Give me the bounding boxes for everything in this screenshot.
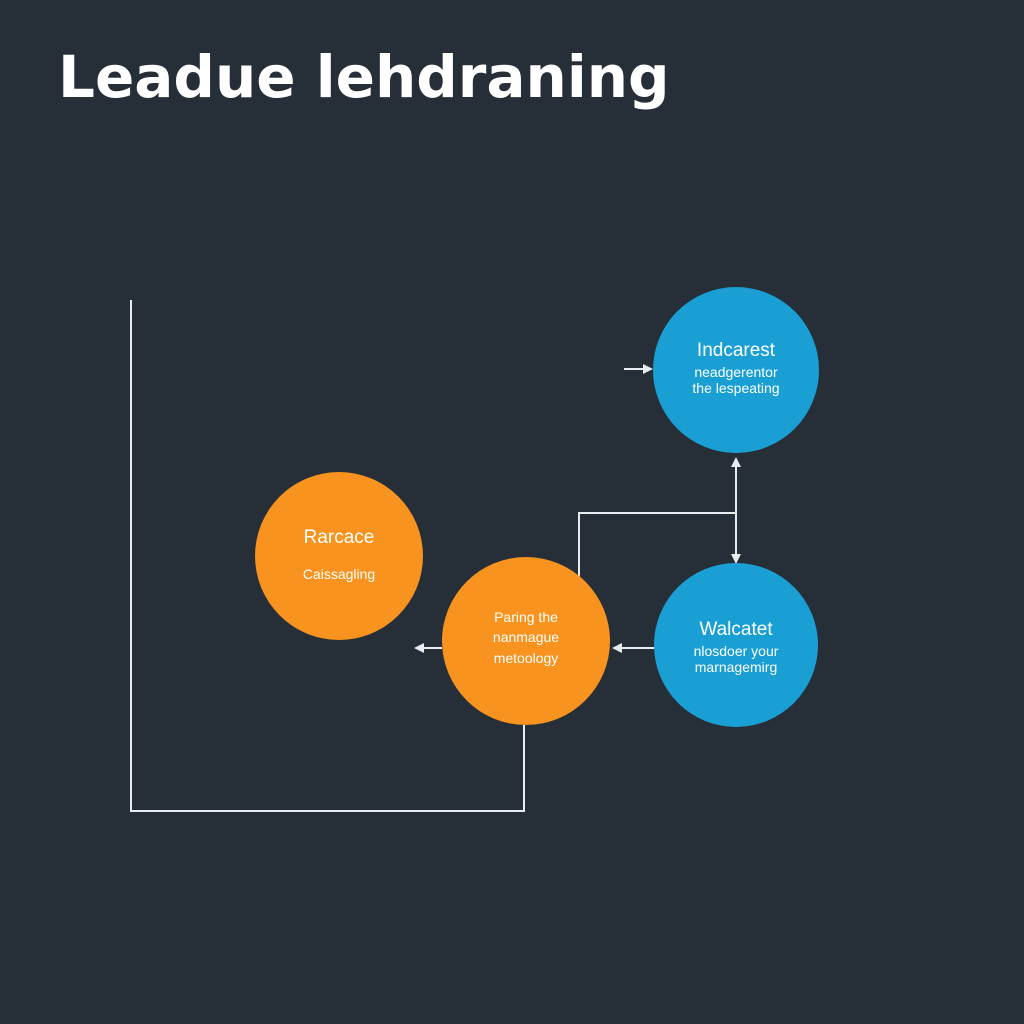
- bracket-connector-line: [578, 512, 736, 578]
- node-center-line-1: Paring the: [494, 609, 558, 625]
- node-top-right-line-2: neadgerentor: [694, 364, 778, 380]
- node-bottom-right-title: Walcatet: [699, 619, 773, 640]
- node-left-title: Rarcace: [304, 527, 375, 548]
- node-center-circle: [442, 557, 610, 725]
- node-top-right-title: Indcarest: [697, 340, 776, 361]
- node-bottom-right-line-3: marnagemirg: [695, 659, 777, 675]
- node-top-right: Indcarest neadgerentor the lespeating: [653, 287, 819, 453]
- diagram-title: Leadue lehdraning: [58, 43, 670, 111]
- node-bottom-right-circle: [654, 563, 818, 727]
- node-bottom-right-line-2: nlosdoer your: [694, 643, 779, 659]
- frame-connector-line: [130, 300, 525, 812]
- node-left: Rarcace Caissagling: [255, 472, 423, 640]
- node-left-circle: [255, 472, 423, 640]
- node-bottom-right: Walcatet nlosdoer your marnagemirg: [654, 563, 818, 727]
- node-left-line-2: Caissagling: [303, 566, 375, 582]
- node-center-line-3: metoology: [494, 650, 559, 666]
- node-center: Paring the nanmague metoology: [442, 557, 610, 725]
- node-top-right-line-3: the lespeating: [692, 380, 779, 396]
- node-top-right-circle: [653, 287, 819, 453]
- node-center-line-2: nanmague: [493, 629, 559, 645]
